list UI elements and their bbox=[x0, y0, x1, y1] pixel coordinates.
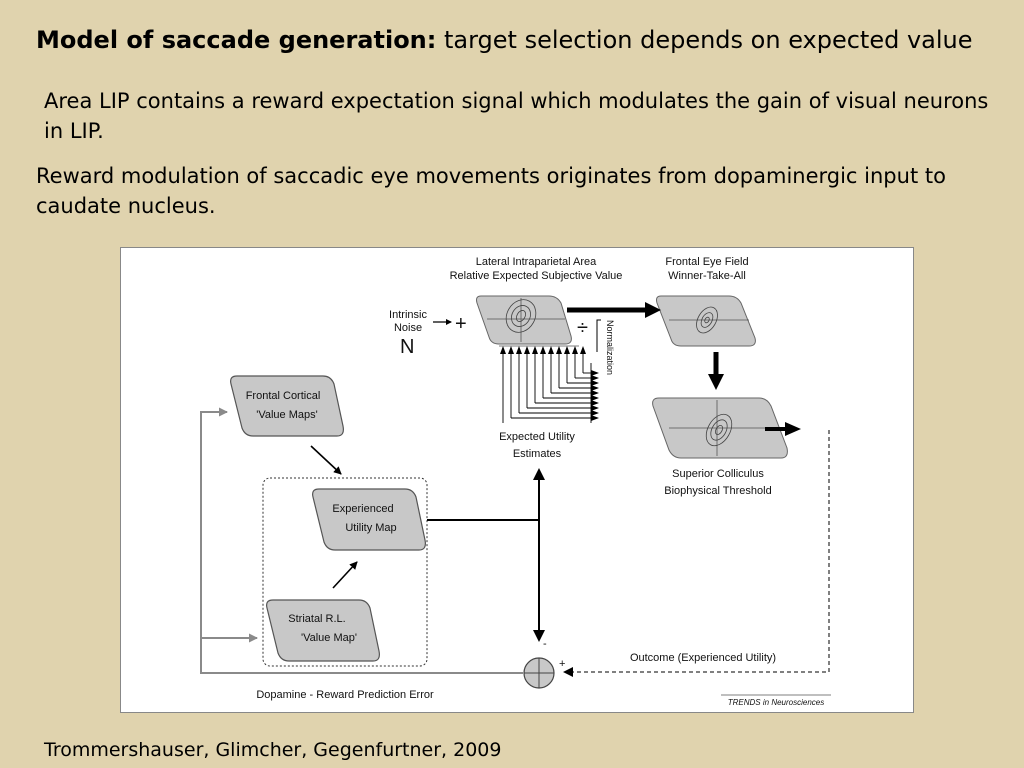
sc-label-2: Biophysical Threshold bbox=[664, 485, 771, 497]
str-label-2: 'Value Map' bbox=[301, 632, 357, 644]
fef-label-2: Winner-Take-All bbox=[668, 270, 746, 282]
normalization-label: Normalization bbox=[605, 320, 615, 375]
striatal-value-map bbox=[266, 599, 380, 662]
plus-sign: + bbox=[455, 313, 467, 335]
paragraph-dopamine: Reward modulation of saccadic eye moveme… bbox=[36, 164, 946, 218]
exp-label-2: Utility Map bbox=[345, 522, 396, 534]
plus-mark: + bbox=[559, 658, 565, 670]
title-bold: Model of saccade generation: bbox=[36, 26, 437, 54]
str-label-1: Striatal R.L. bbox=[288, 613, 345, 625]
fef-label-1: Frontal Eye Field bbox=[665, 256, 748, 268]
citation: Trommershauser, Glimcher, Gegenfurtner, … bbox=[44, 739, 502, 761]
slide-title: Model of saccade generation: target sele… bbox=[36, 26, 973, 54]
fc-label-1: Frontal Cortical bbox=[246, 390, 321, 402]
noise-symbol: N bbox=[400, 336, 414, 358]
expected-utility-grid bbox=[499, 345, 592, 423]
frontal-cortical-map bbox=[230, 375, 344, 437]
paragraph-lip: Area LIP contains a reward expectation s… bbox=[44, 89, 989, 143]
title-rest: target selection depends on expected val… bbox=[436, 26, 973, 54]
diagram-svg: Lateral Intraparietal Area Relative Expe… bbox=[200, 256, 831, 707]
sc-map bbox=[652, 397, 788, 459]
dopamine-label: Dopamine - Reward Prediction Error bbox=[256, 689, 434, 701]
minus-mark: - bbox=[543, 638, 547, 650]
sc-label-1: Superior Colliculus bbox=[672, 468, 764, 480]
outcome-label: Outcome (Experienced Utility) bbox=[630, 652, 776, 664]
lip-label-2: Relative Expected Subjective Value bbox=[450, 270, 623, 282]
fc-label-2: 'Value Maps' bbox=[256, 409, 317, 421]
exp-label-1: Experienced bbox=[332, 503, 393, 515]
lip-map bbox=[476, 295, 572, 345]
grid-arrowheads bbox=[500, 346, 599, 421]
saccade-model-figure: Lateral Intraparietal Area Relative Expe… bbox=[120, 247, 914, 713]
noise-label-1: Intrinsic bbox=[389, 309, 427, 321]
lip-label-1: Lateral Intraparietal Area bbox=[476, 256, 597, 268]
journal-label: TRENDS in Neurosciences bbox=[728, 698, 824, 707]
eu-label-1: Expected Utility bbox=[499, 431, 575, 443]
divide-sign: ÷ bbox=[577, 317, 588, 339]
eu-label-2: Estimates bbox=[513, 448, 562, 460]
summing-node bbox=[523, 657, 555, 689]
fef-map bbox=[656, 295, 756, 347]
noise-label-2: Noise bbox=[394, 322, 422, 334]
striatal-enclosure bbox=[262, 477, 428, 667]
experienced-utility-map bbox=[312, 488, 426, 551]
